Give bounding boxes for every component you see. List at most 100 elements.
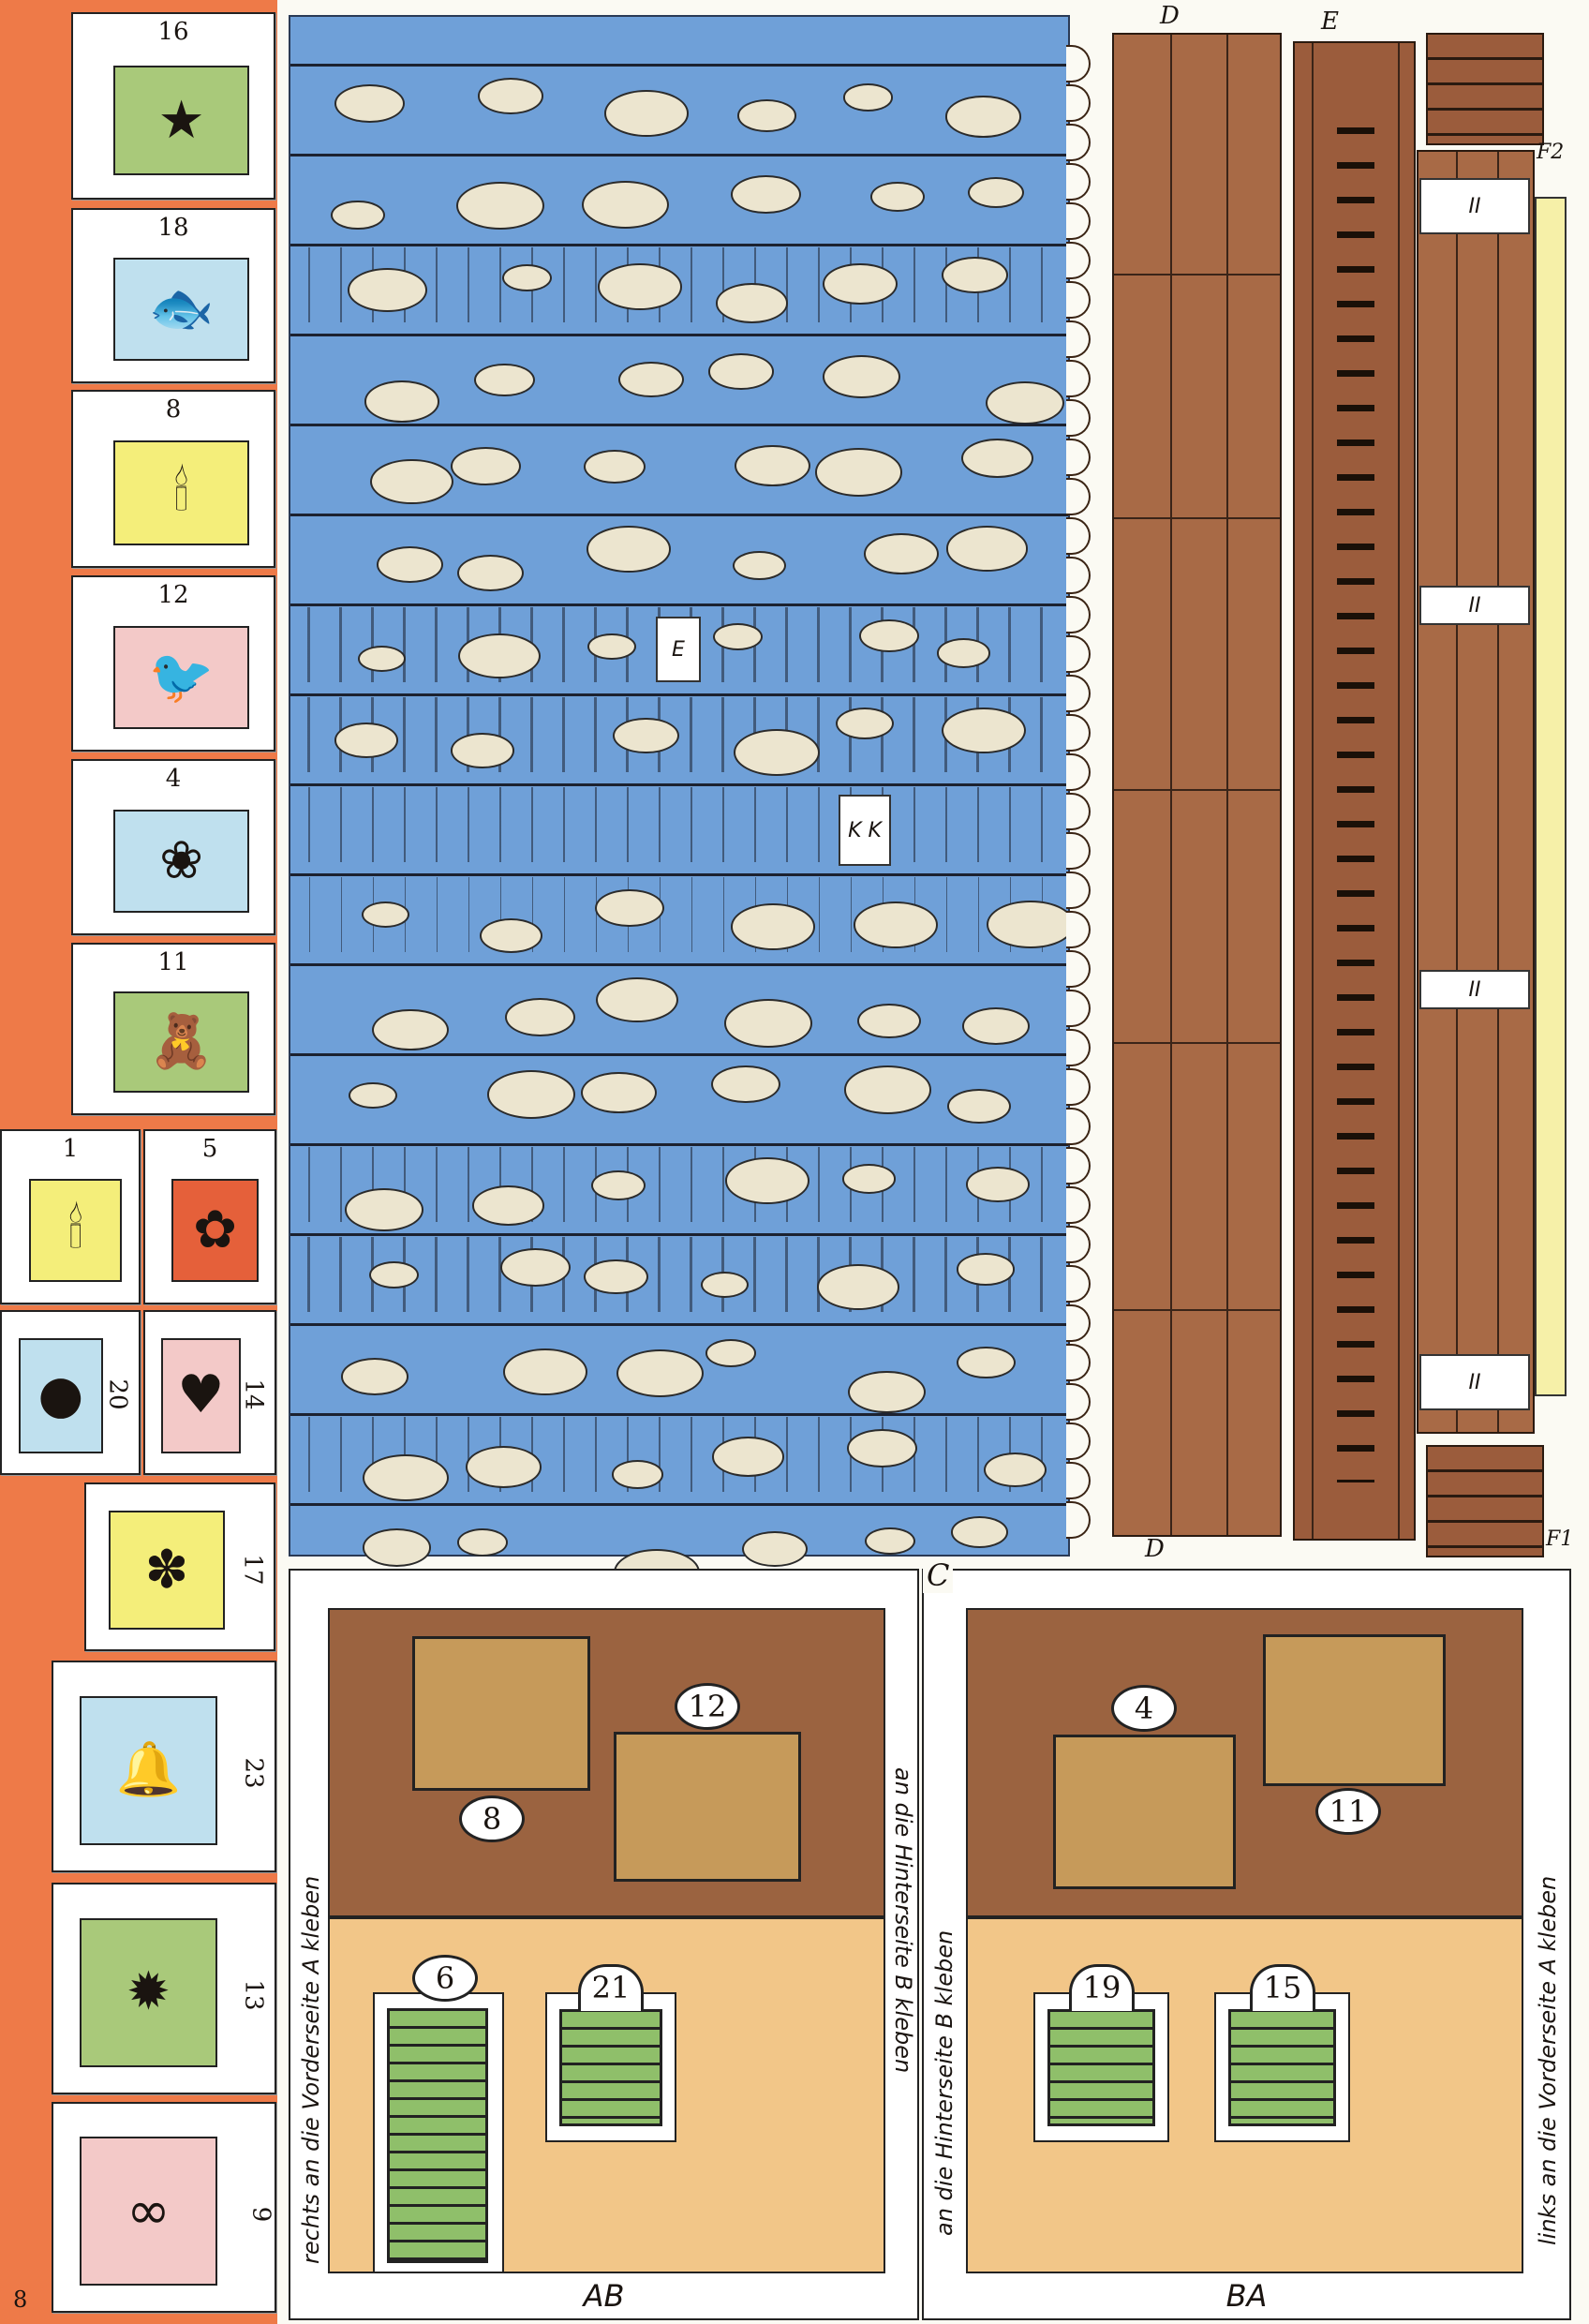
roof-stone — [372, 1008, 449, 1051]
roof-stone — [731, 175, 802, 215]
roof-stone — [716, 283, 789, 323]
calendar-tile-20[interactable]: 20 ● — [0, 1310, 141, 1475]
roof-stone — [582, 180, 670, 229]
roof-edge-scallop — [1066, 1108, 1091, 1145]
calendar-tile-16[interactable]: 16 ★ — [71, 12, 275, 200]
calendar-tile-1[interactable]: 1 🕯 — [0, 1129, 141, 1304]
calendar-door-11[interactable] — [1263, 1634, 1446, 1786]
roof-stone — [618, 362, 685, 398]
roof-edge-scallop — [1066, 675, 1091, 712]
roof-stone — [700, 1272, 750, 1299]
calendar-door-15[interactable] — [1228, 2009, 1336, 2126]
roof-stone — [587, 633, 637, 661]
roof-stone — [816, 1264, 900, 1311]
tile-number: 1 — [62, 1135, 79, 1163]
number-badge: 21 — [578, 1964, 644, 2011]
gingerbread-heart-icon: ♥ — [160, 1337, 242, 1454]
number-badge: 19 — [1069, 1964, 1135, 2011]
roof-edge-scallop — [1066, 911, 1091, 948]
roof-stone — [734, 728, 820, 777]
roof-edge-scallop — [1066, 714, 1091, 752]
calendar-tile-17[interactable]: 17 ✽ — [84, 1482, 275, 1651]
roof-edge-scallop — [1066, 557, 1091, 594]
roof-stone — [859, 619, 919, 653]
roof-edge-scallop — [1066, 1304, 1091, 1342]
pretzel-cookies-icon: ∞ — [80, 2137, 217, 2287]
facade-label: AB — [583, 2278, 625, 2314]
glue-tab-ii: II — [1419, 178, 1530, 234]
calendar-tile-18[interactable]: 18 🐟 — [71, 208, 275, 383]
roof-stone — [364, 380, 440, 423]
facade-label: BA — [1225, 2278, 1268, 2314]
tile-number: 5 — [201, 1135, 218, 1163]
roof-stone — [334, 723, 398, 758]
glue-tab-k: K K — [839, 795, 891, 866]
piece-f-panel — [1417, 150, 1535, 1434]
calendar-tile-23[interactable]: 23 🔔 — [52, 1661, 276, 1872]
calendar-door-6[interactable] — [387, 2008, 488, 2263]
calendar-door-8[interactable] — [412, 1636, 590, 1791]
bell-icon: 🔔 — [80, 1695, 217, 1846]
roof-stone — [741, 1530, 809, 1568]
calendar-door-4[interactable] — [1053, 1735, 1236, 1889]
strip-d-label-top: D — [1160, 2, 1180, 30]
roof-stone — [857, 1004, 921, 1039]
roof-edge-scallop — [1066, 1265, 1091, 1303]
roof-stone — [870, 181, 925, 212]
calendar-door-21[interactable] — [559, 2009, 662, 2126]
tile-number: 11 — [157, 948, 189, 976]
roof-stone — [967, 177, 1025, 209]
calendar-door-19[interactable] — [1047, 2009, 1155, 2126]
roof-stone — [961, 438, 1033, 478]
number-badge: 11 — [1315, 1788, 1381, 1835]
glue-instruction-left: an die Hinterseite B kleben — [931, 1929, 958, 2236]
calendar-tile-8[interactable]: 8 🕯 — [71, 390, 275, 568]
roof-edge-scallop — [1066, 399, 1091, 437]
shingle-lines — [290, 1237, 1068, 1312]
roof-stone — [362, 901, 410, 928]
roof-stone — [611, 1460, 664, 1490]
bird-icon: 🐦 — [112, 625, 250, 729]
roof-stone — [613, 717, 679, 754]
roof-edge-scallop — [1066, 990, 1091, 1027]
calendar-tile-5[interactable]: 5 ✿ — [143, 1129, 276, 1304]
roof-stone — [736, 99, 796, 132]
calendar-tile-12[interactable]: 12 🐦 — [71, 575, 275, 752]
roof-stone — [362, 1528, 432, 1567]
shingle-lines — [290, 1057, 1068, 1132]
piece-f2 — [1426, 33, 1544, 145]
roof-edge-scallop — [1066, 1462, 1091, 1499]
roof-stone — [950, 1516, 1008, 1548]
roof-edge-scallop — [1066, 45, 1091, 82]
number-badge: 8 — [459, 1795, 525, 1842]
roof-stone — [848, 1370, 926, 1413]
roof-edge-scallop — [1066, 517, 1091, 555]
roof-edge-scallop — [1066, 872, 1091, 909]
roof-stone — [345, 1188, 423, 1232]
calendar-tile-4[interactable]: 4 ❀ — [71, 759, 275, 935]
roof-edge-scallop — [1066, 1029, 1091, 1066]
tile-number: 14 — [239, 1378, 268, 1410]
calendar-tile-9[interactable]: 9 ∞ — [52, 2102, 276, 2313]
glue-instruction-right: an die Hinterseite B kleben — [890, 1767, 916, 2074]
roof-stone — [474, 363, 535, 397]
tab-label: II — [1468, 1370, 1481, 1394]
shooting-star-icon: ★ — [112, 65, 250, 176]
roof-stone — [358, 646, 407, 673]
calendar-tile-11[interactable]: 11 🧸 — [71, 943, 275, 1115]
roof-stone — [584, 1259, 648, 1295]
calendar-tile-14[interactable]: 14 ♥ — [143, 1310, 276, 1475]
roof-stone — [598, 263, 683, 310]
roof-stone — [707, 353, 774, 390]
shingle-course — [290, 514, 1068, 516]
roof-edge-scallop — [1066, 1186, 1091, 1224]
tab-label: K — [868, 818, 882, 842]
roof-stone — [815, 448, 903, 497]
teddy-bear-icon: 🧸 — [112, 991, 250, 1094]
number-badge: 6 — [412, 1955, 478, 2002]
calendar-door-12[interactable] — [614, 1732, 801, 1882]
roof-edge-scallop — [1066, 753, 1091, 791]
glue-tab-ii: II — [1419, 1354, 1530, 1410]
calendar-tile-13[interactable]: 13 ✹ — [52, 1883, 276, 2094]
roof-stone — [502, 1348, 587, 1395]
